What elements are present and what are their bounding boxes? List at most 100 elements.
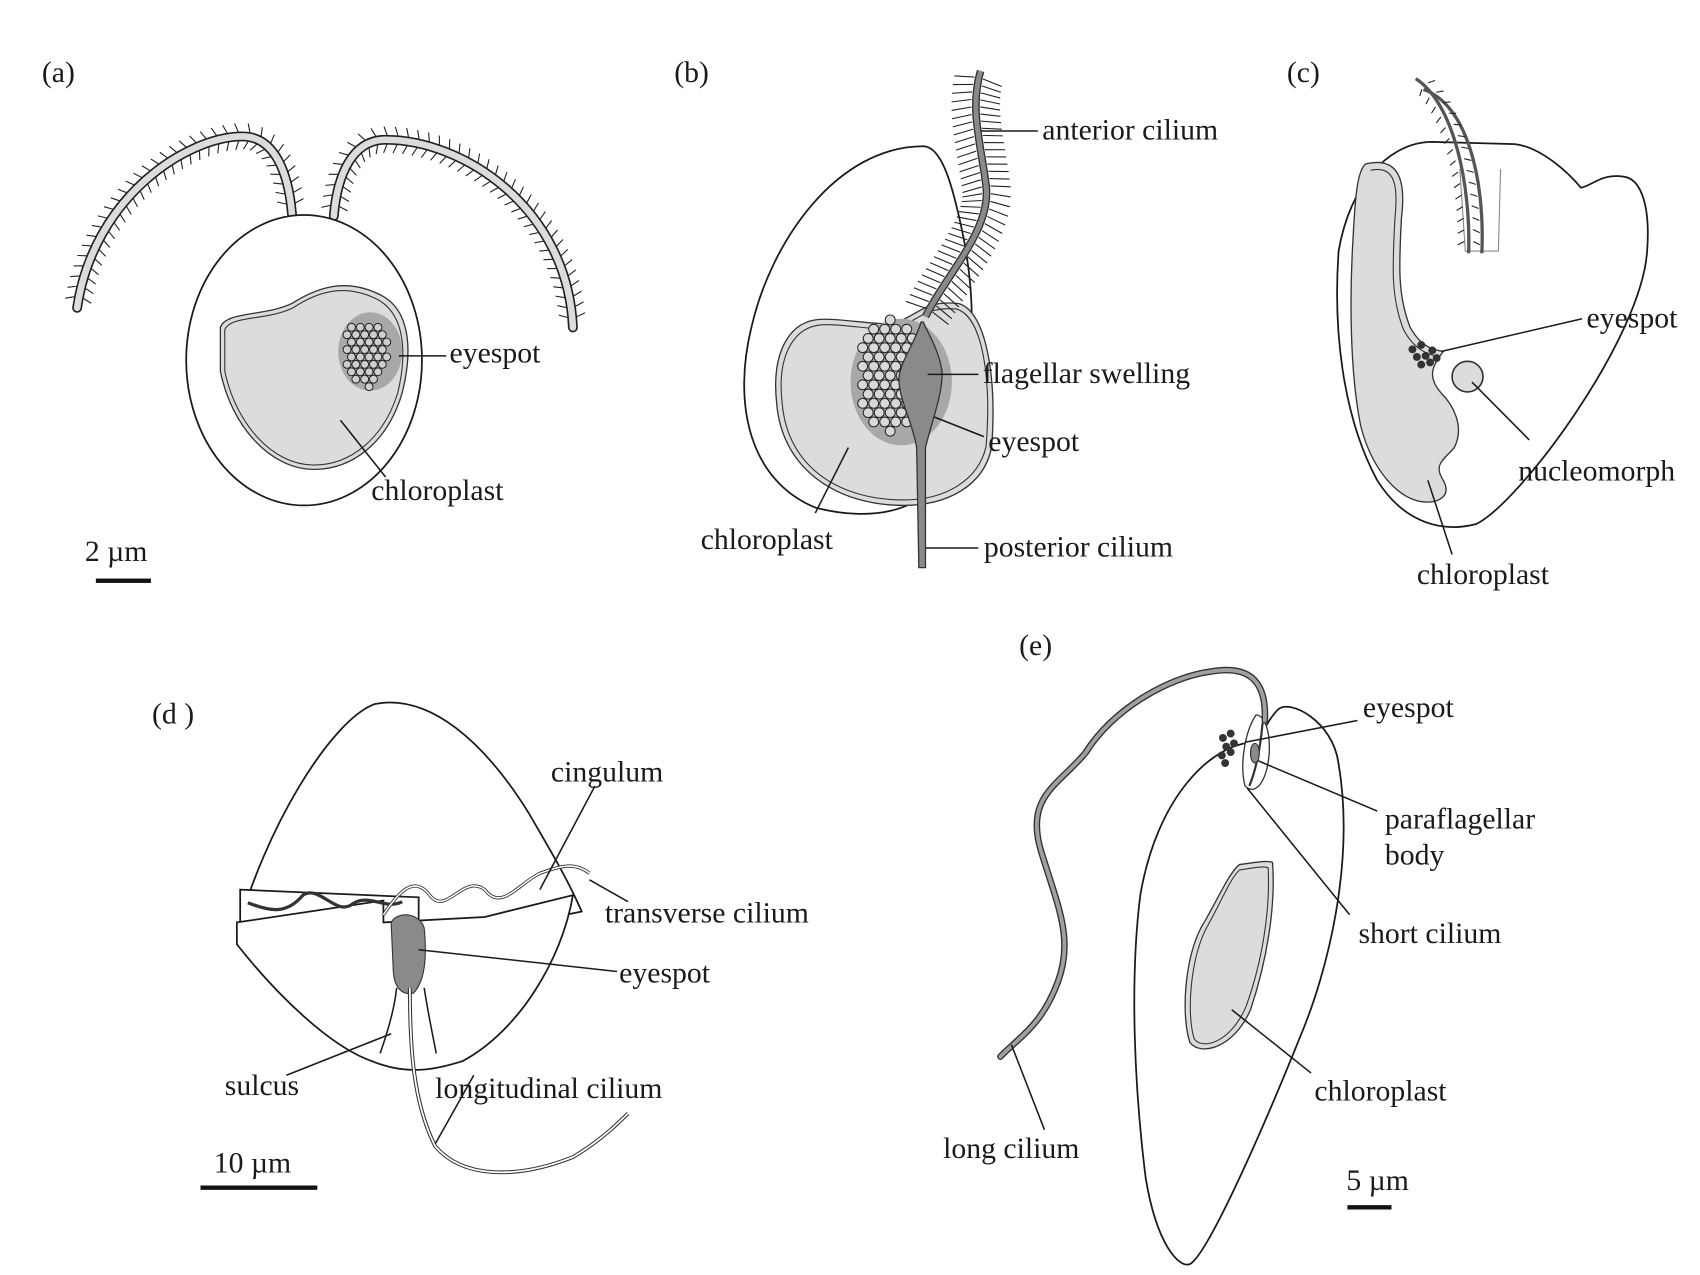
mastigonemes	[321, 126, 586, 319]
mastigoneme	[981, 85, 1001, 93]
mastigoneme	[1472, 217, 1480, 222]
panel-c-nucleomorph	[1451, 360, 1484, 393]
mastigoneme	[290, 176, 300, 183]
mastigoneme	[375, 144, 379, 155]
mastigoneme	[430, 152, 438, 161]
mastigoneme	[1443, 137, 1450, 144]
eyespot-granule	[862, 407, 874, 419]
panel-e-scale-label: 5 µm	[1346, 1165, 1409, 1197]
mastigoneme	[1468, 181, 1476, 185]
mastigoneme	[91, 224, 102, 228]
eyespot-granule	[382, 352, 392, 362]
panel-c-label-chloroplast: chloroplast	[1417, 559, 1550, 591]
mastigoneme	[943, 293, 960, 308]
eyespot-granule	[890, 416, 902, 428]
mastigoneme	[974, 243, 992, 257]
eyespot-granule	[857, 342, 869, 354]
mastigoneme	[981, 127, 1002, 130]
mastigoneme	[486, 159, 490, 169]
mastigoneme	[933, 256, 953, 265]
eyespot-granule	[857, 379, 869, 391]
mastigoneme	[1443, 101, 1451, 104]
mastigoneme	[339, 206, 348, 212]
mastigoneme	[283, 154, 291, 162]
mastigoneme	[957, 150, 977, 159]
eyespot-granule	[879, 323, 891, 335]
eyespot-granule	[868, 323, 880, 335]
mastigoneme	[94, 258, 103, 266]
mastigoneme	[477, 153, 481, 163]
panel-d-label-sulcus: sulcus	[225, 1070, 299, 1102]
mastigoneme	[332, 162, 343, 165]
mastigoneme	[497, 193, 507, 199]
mastigoneme	[325, 183, 335, 186]
mastigoneme	[392, 144, 398, 154]
mastigoneme	[428, 132, 430, 142]
mastigoneme	[1419, 88, 1423, 97]
eyespot-granule	[868, 416, 880, 428]
mastigoneme	[439, 156, 447, 164]
mastigoneme	[573, 290, 582, 297]
mastigoneme	[242, 141, 249, 150]
mastigoneme	[954, 136, 975, 144]
mastigoneme	[270, 134, 275, 144]
mastigoneme	[103, 206, 114, 210]
mastigoneme	[556, 239, 564, 247]
mastigoneme	[575, 301, 584, 307]
eyespot-granule	[857, 360, 869, 372]
mastigoneme	[990, 200, 1010, 208]
mastigoneme	[1449, 160, 1456, 166]
panel-d-label-transverse-cilium: transverse cilium	[605, 898, 809, 930]
mastigoneme	[402, 145, 408, 155]
mastigoneme	[951, 91, 973, 94]
mastigoneme	[909, 293, 929, 303]
mastigoneme	[406, 127, 410, 138]
panel-b-label-eyespot: eyespot	[988, 426, 1080, 458]
mastigoneme	[277, 201, 287, 205]
mastigoneme	[65, 296, 75, 299]
eyespot-granule	[879, 342, 891, 354]
eyespot-granule	[355, 322, 365, 332]
mastigoneme	[448, 160, 456, 168]
mastigoneme	[1471, 205, 1479, 209]
eyespot-granule	[369, 374, 378, 384]
mastigoneme	[345, 177, 354, 185]
mastigoneme	[980, 92, 1001, 99]
panel-d-scale-label: 10 µm	[214, 1148, 291, 1180]
panel-d-tag: (d )	[152, 699, 194, 731]
eyespot-granule	[1417, 341, 1426, 349]
mastigoneme	[383, 143, 388, 153]
mastigoneme	[962, 186, 982, 194]
eyespot-granule	[351, 345, 361, 354]
eyespot-granule	[890, 323, 902, 335]
mastigoneme	[990, 185, 1011, 188]
mastigoneme	[576, 312, 586, 318]
panel-c-eyespot-granules	[1408, 341, 1441, 369]
panel-b-flagellar-swelling	[898, 321, 943, 569]
panel-b-label-chloroplast: chloroplast	[701, 524, 834, 556]
eyespot-granule	[346, 352, 356, 362]
mastigoneme	[980, 113, 1001, 117]
mastigoneme	[959, 164, 979, 173]
mastigoneme	[932, 311, 949, 325]
mastigoneme	[511, 208, 521, 213]
mastigoneme	[988, 208, 1009, 217]
mastigoneme	[951, 98, 972, 103]
mastigoneme	[980, 120, 1002, 124]
eyespot-granule	[1226, 748, 1235, 757]
mastigoneme	[984, 223, 1003, 234]
mastigoneme	[82, 297, 92, 304]
mastigoneme	[980, 106, 1001, 111]
eyespot-granule	[377, 345, 387, 354]
mastigoneme	[1472, 240, 1481, 246]
eyespot-granule	[884, 388, 896, 400]
eyespot-granule	[1221, 759, 1230, 767]
mastigoneme	[989, 178, 1010, 180]
mastigoneme	[347, 141, 356, 148]
eyespot-granule	[884, 425, 896, 437]
mastigoneme	[155, 177, 160, 187]
mastigoneme	[360, 153, 366, 163]
eyespot-granule	[884, 370, 896, 381]
panel-c-label-eyespot: eyespot	[1587, 303, 1679, 335]
